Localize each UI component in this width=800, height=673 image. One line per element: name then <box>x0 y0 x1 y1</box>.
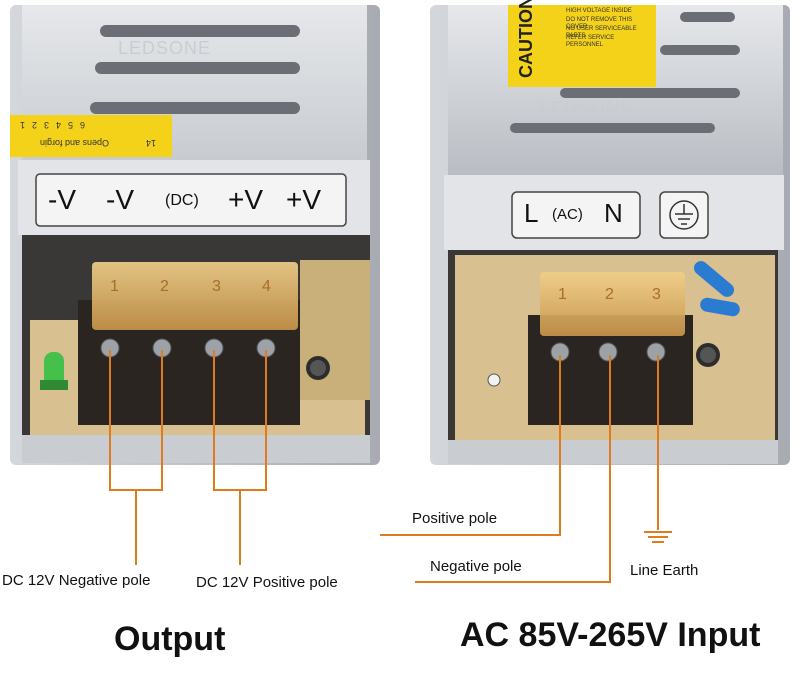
caution-line: REFER SERVICE PERSONNEL <box>566 35 615 48</box>
right-label-plate <box>511 191 641 239</box>
line-earth-label: Line Earth <box>630 562 699 579</box>
dc-negative-label: DC 12V Negative pole <box>2 572 151 589</box>
terminal-screw <box>646 342 666 362</box>
sticker-number: 6 <box>80 120 86 130</box>
terminal-label-pos: +V <box>228 184 264 215</box>
terminal-label-neg: -V <box>48 184 76 215</box>
annotation-wires <box>109 350 659 583</box>
sticker-number: 1 <box>20 120 26 130</box>
left-bottom-lip <box>22 435 370 463</box>
block-number: 3 <box>212 278 221 295</box>
block-number: 4 <box>262 278 271 295</box>
negative-pole-label: Negative pole <box>430 558 522 575</box>
left-label-plate <box>35 173 347 227</box>
terminal-screw <box>598 342 618 362</box>
blue-component <box>700 297 740 317</box>
blue-component <box>693 261 735 297</box>
right-watermark: LEDSONE <box>540 98 634 118</box>
dc-positive-label: DC 12V Positive pole <box>196 574 338 591</box>
sticker-number: 5 <box>68 120 74 130</box>
block-number: 1 <box>110 278 119 295</box>
caution-text-block: HIGH VOLTAGE INSIDE DO NOT REMOVE THIS C… <box>566 8 646 84</box>
sticker-number: 3 <box>44 120 50 130</box>
terminal-label-l: L <box>524 198 539 228</box>
caution-line: HIGH VOLTAGE INSIDE <box>566 8 632 14</box>
left-power-supply <box>10 5 380 465</box>
sticker-number: 4 <box>56 120 62 130</box>
earth-symbol <box>644 531 672 543</box>
left-terminal-cover <box>92 262 298 330</box>
positive-pole-label: Positive pole <box>412 510 498 527</box>
block-number: 2 <box>160 278 169 295</box>
vent-slot <box>90 102 300 114</box>
left-watermark: LEDSONE <box>118 38 212 58</box>
terminal-label-dc: (DC) <box>165 192 199 209</box>
caution-line: DO NOT REMOVE THIS COVER <box>566 17 633 30</box>
terminal-label-ac: (AC) <box>552 206 583 223</box>
right-power-supply <box>430 5 790 465</box>
block-number: 3 <box>652 286 661 303</box>
sticker-text: Opens and forgin <box>40 138 110 148</box>
ground-icon <box>669 200 699 230</box>
right-bottom-lip <box>448 440 778 464</box>
block-number: 2 <box>605 286 614 303</box>
wire-negative-pole <box>415 355 611 583</box>
caution-sticker <box>508 5 656 87</box>
sticker-number: 14 <box>146 138 157 148</box>
left-pcb-right <box>300 260 370 400</box>
output-caption: Output <box>114 620 226 658</box>
yellow-sticker <box>10 115 172 157</box>
block-number: 1 <box>558 286 567 303</box>
earth-plate <box>659 191 709 239</box>
caution-title: CAUTION <box>516 0 536 78</box>
right-terminal-cover <box>540 272 685 336</box>
vent-slot <box>95 62 300 74</box>
caution-line: NO USER SERVICEABLE PARTS <box>566 26 637 39</box>
terminal-label-n: N <box>604 198 623 228</box>
wire-positive-pole <box>380 355 561 536</box>
terminal-label-pos: +V <box>286 184 322 215</box>
terminal-label-neg: -V <box>106 184 134 215</box>
sticker-number: 2 <box>32 120 38 130</box>
input-caption: AC 85V-265V Input <box>460 616 761 654</box>
vent-slot <box>100 25 300 37</box>
